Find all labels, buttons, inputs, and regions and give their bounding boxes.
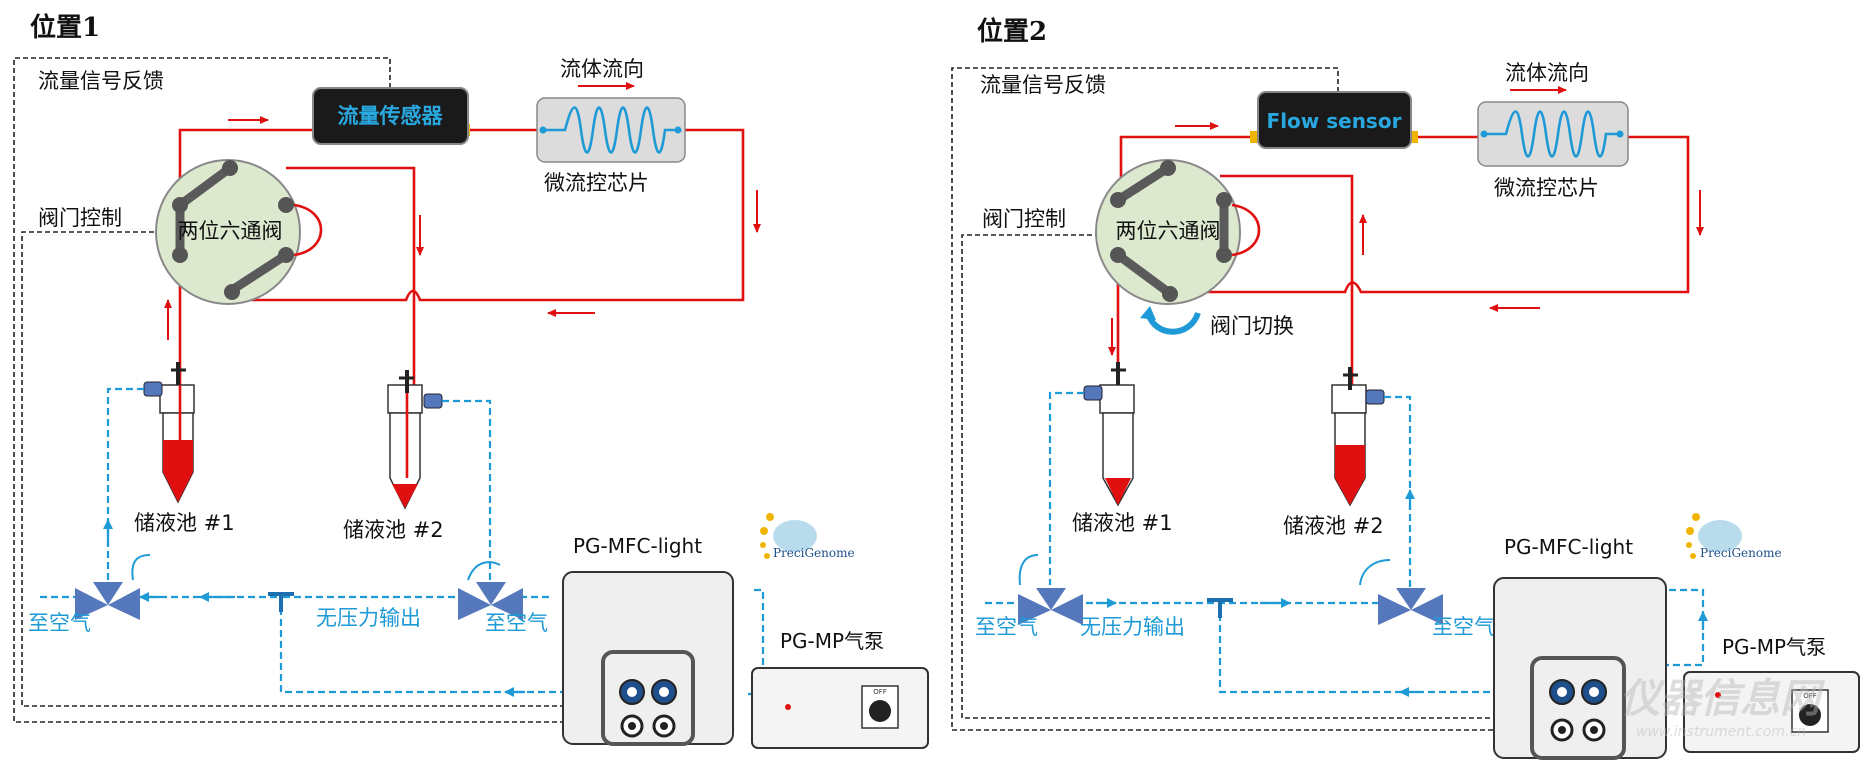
pump-led [785,704,791,710]
chip-label: 微流控芯片 [544,171,649,195]
chip-port-in [539,126,547,134]
pump-led-2 [1715,692,1721,698]
air-arrows [103,519,525,697]
mfc-port-frame [601,650,695,746]
flow-sensor [312,87,469,145]
flow-sensor-2 [1257,91,1412,149]
feedback-label: 流量信号反馈 [38,69,164,93]
flow-sensor-label: 流量传感器 [338,104,444,128]
valve-switch-arrowhead [1140,306,1156,320]
six-port-valve: 两位六通阀 [155,159,323,305]
valve-label-2: 两位六通阀 [1116,219,1221,243]
watermark: 仪器信息网 www.instrument.com.cn [1620,676,1826,740]
reservoir1-label-2: 储液池 #1 [1072,511,1173,535]
chip-port-in-2 [1480,130,1488,138]
to-air-right-2: 至空气 [1432,615,1495,639]
reservoir-2-panel2 [1331,367,1385,507]
six-port-valve-2: 两位六通阀 [1095,159,1261,305]
reservoir-1-panel2 [1083,362,1135,507]
pump-knob-2 [1799,704,1821,726]
pump-label: PG-MP气泵 [780,629,884,653]
chip-port-out [674,126,682,134]
vent-curve-left [131,554,151,581]
reservoir2-label-2: 储液池 #2 [1283,514,1384,538]
reservoir2-label: 储液池 #2 [343,518,444,542]
to-air-right: 至空气 [485,611,548,635]
flow-arrows-2 [1108,86,1704,356]
chip-channel [545,106,678,154]
chip-channel-2 [1486,110,1620,158]
flow-direction-label-2: 流体流向 [1505,61,1589,85]
sensor-fitting-out-2 [1408,131,1418,143]
mfc-label-2: PG-MFC-light [1504,535,1633,559]
mfc-unit [562,571,734,745]
panel1-title: 位置1 [30,12,100,43]
brand-label: PreciGenome [773,546,855,560]
fluid-lines [178,128,745,420]
three-way-valve-left-2 [1018,588,1083,625]
flow-arrows [164,82,761,340]
valve-switch-icon [1145,311,1201,335]
air-arrows-2 [1096,489,1708,697]
chip-label-2: 微流控芯片 [1494,176,1599,200]
vent-curve-left-2 [1018,554,1039,586]
mfc-port-frame-2 [1530,656,1626,760]
control-signal-lines [13,57,563,723]
pump-switch-label-2: OFF [1803,692,1817,700]
three-way-valve-right [458,582,523,620]
vent-curve-right-2 [1359,559,1391,586]
air-pump [751,667,929,749]
valve-control-label: 阀门控制 [38,206,122,230]
mfc-ports-2 [1549,679,1607,742]
flow-sensor-label-2: Flow sensor [1267,109,1402,133]
chip-port-out-2 [1616,130,1624,138]
valve-switch-label: 阀门切换 [1210,314,1294,338]
flow-direction-label: 流体流向 [560,57,644,81]
sensor-fitting-in-2 [1250,131,1260,143]
to-air-left: 至空气 [28,611,91,635]
valve-control-label-2: 阀门控制 [982,207,1066,231]
vent-curve-right [467,561,501,581]
tee-junction [268,592,294,612]
no-pressure-label-2: 无压力输出 [1080,615,1185,639]
pump-switch-label: OFF [873,688,887,696]
feedback-label-2: 流量信号反馈 [980,73,1106,97]
panel-position-2: 位置2 流量信号反馈 阀门控制 流体流向 Flow sensor [951,16,1860,760]
pump-knob [869,700,891,722]
no-pressure-label: 无压力输出 [316,606,421,630]
control-signal-lines-2 [951,67,1495,731]
watermark-url: www.instrument.com.cn [1636,724,1806,740]
mfc-ports [619,679,677,738]
panel2-title: 位置2 [977,16,1047,47]
valve-label: 两位六通阀 [178,219,283,243]
brand-label-2: PreciGenome [1700,546,1782,560]
reservoir-2 [387,370,443,510]
panel-position-1: 位置1 流量信号反馈 阀门控制 流体流向 流量传感器 [13,12,929,749]
precigenome-logo: PreciGenome [760,513,855,560]
three-way-valve-left [75,582,140,620]
microfluidic-chip [536,97,686,163]
watermark-main: 仪器信息网 [1620,676,1826,722]
mfc-label: PG-MFC-light [573,534,702,558]
to-air-left-2: 至空气 [975,615,1038,639]
precigenome-logo-2: PreciGenome [1686,513,1782,560]
three-way-valve-right-2 [1378,588,1443,625]
reservoir-1 [143,362,195,504]
reservoir1-label: 储液池 #1 [134,511,235,535]
tee-junction-2 [1207,598,1233,618]
pump-label-2: PG-MP气泵 [1722,635,1826,659]
